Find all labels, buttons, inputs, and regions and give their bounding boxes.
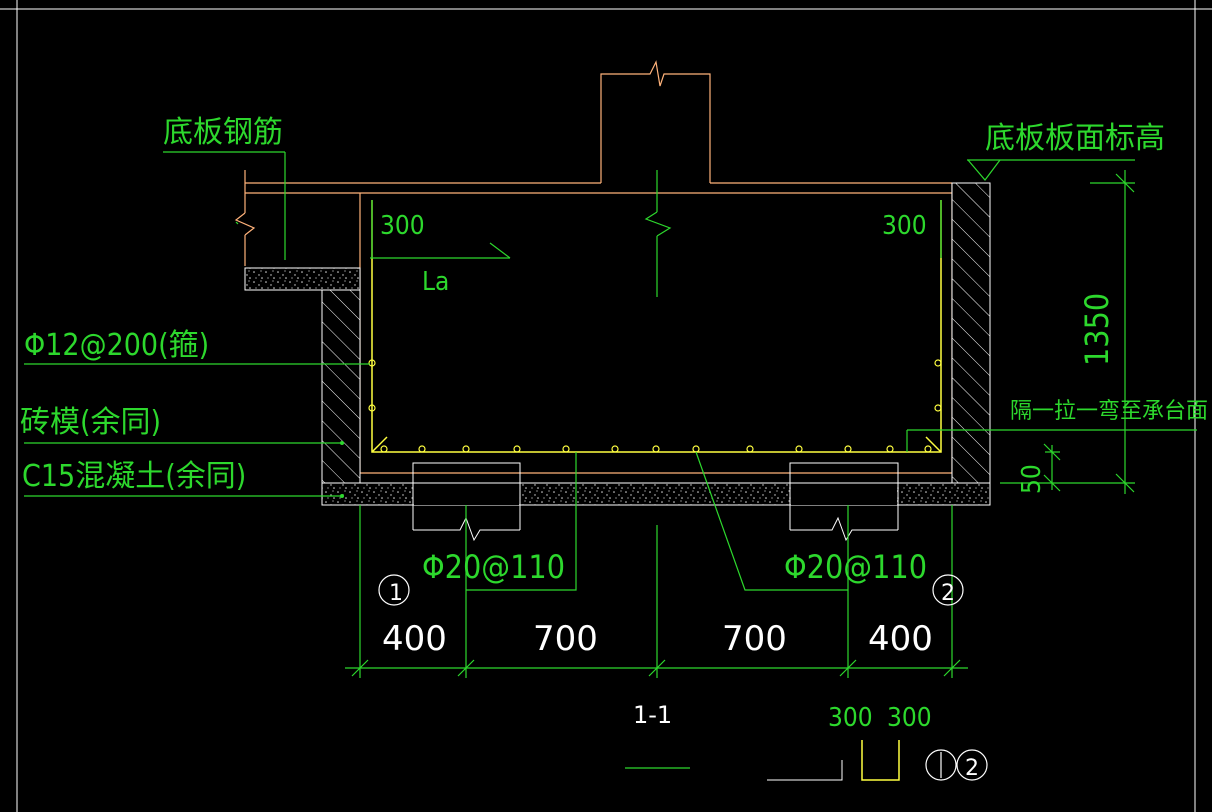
center-break-line — [644, 170, 672, 297]
marker-legend: 2 — [925, 749, 988, 781]
svg-text:2: 2 — [941, 581, 955, 606]
svg-text:2: 2 — [965, 756, 979, 781]
label-stirrup: Φ12@200(箍) — [24, 328, 209, 363]
left-leaders — [24, 151, 370, 498]
dim-bottom-1: 400 — [382, 619, 447, 659]
vertical-dimension — [1000, 170, 1135, 494]
section-title: 1-1 — [633, 701, 672, 729]
la-anchor-lines — [370, 242, 511, 259]
marker-2: 2 — [932, 574, 964, 606]
dim-bottom-3: 700 — [722, 619, 787, 659]
bottom-dimension — [345, 505, 968, 678]
label-inner-dim-left: 300 — [380, 211, 425, 241]
label-tie-bend: 隔一拉一弯至承台面 — [1010, 399, 1208, 424]
dim-bottom-2: 700 — [533, 619, 598, 659]
label-inner-dim-right: 300 — [882, 211, 927, 241]
left-slab-edge — [234, 170, 256, 266]
legend-dim-2: 300 — [887, 703, 932, 733]
dim-cover-50: 50 — [1017, 464, 1047, 494]
pile-left — [412, 462, 521, 542]
brick-form-left — [321, 289, 361, 484]
pile-right — [789, 462, 899, 542]
dim-bottom-4: 400 — [868, 619, 933, 659]
svg-text:1: 1 — [389, 581, 403, 606]
right-leaders — [906, 159, 1197, 452]
label-c15-concrete: C15混凝土(余同) — [22, 459, 246, 494]
concrete-ledge-left — [244, 267, 361, 291]
label-slab-top-elevation: 底板板面标高 — [985, 121, 1165, 156]
label-brick-form: 砖模(余同) — [20, 405, 161, 440]
legend-dim-1: 300 — [828, 703, 873, 733]
label-bottom-rebar: 底板钢筋 — [163, 115, 283, 150]
label-anchor-la: La — [422, 267, 449, 297]
dim-height-1350: 1350 — [1078, 293, 1116, 366]
legend-lines — [625, 740, 900, 781]
column-stub — [245, 60, 952, 194]
marker-1: 1 — [378, 574, 410, 606]
label-rebar-right: Φ20@110 — [784, 548, 927, 586]
rebar-dots — [368, 359, 942, 453]
pit-outline — [359, 183, 953, 474]
rebar-leaders — [466, 451, 848, 591]
brick-form-right — [951, 182, 991, 484]
label-rebar-left: Φ20@110 — [422, 548, 565, 586]
